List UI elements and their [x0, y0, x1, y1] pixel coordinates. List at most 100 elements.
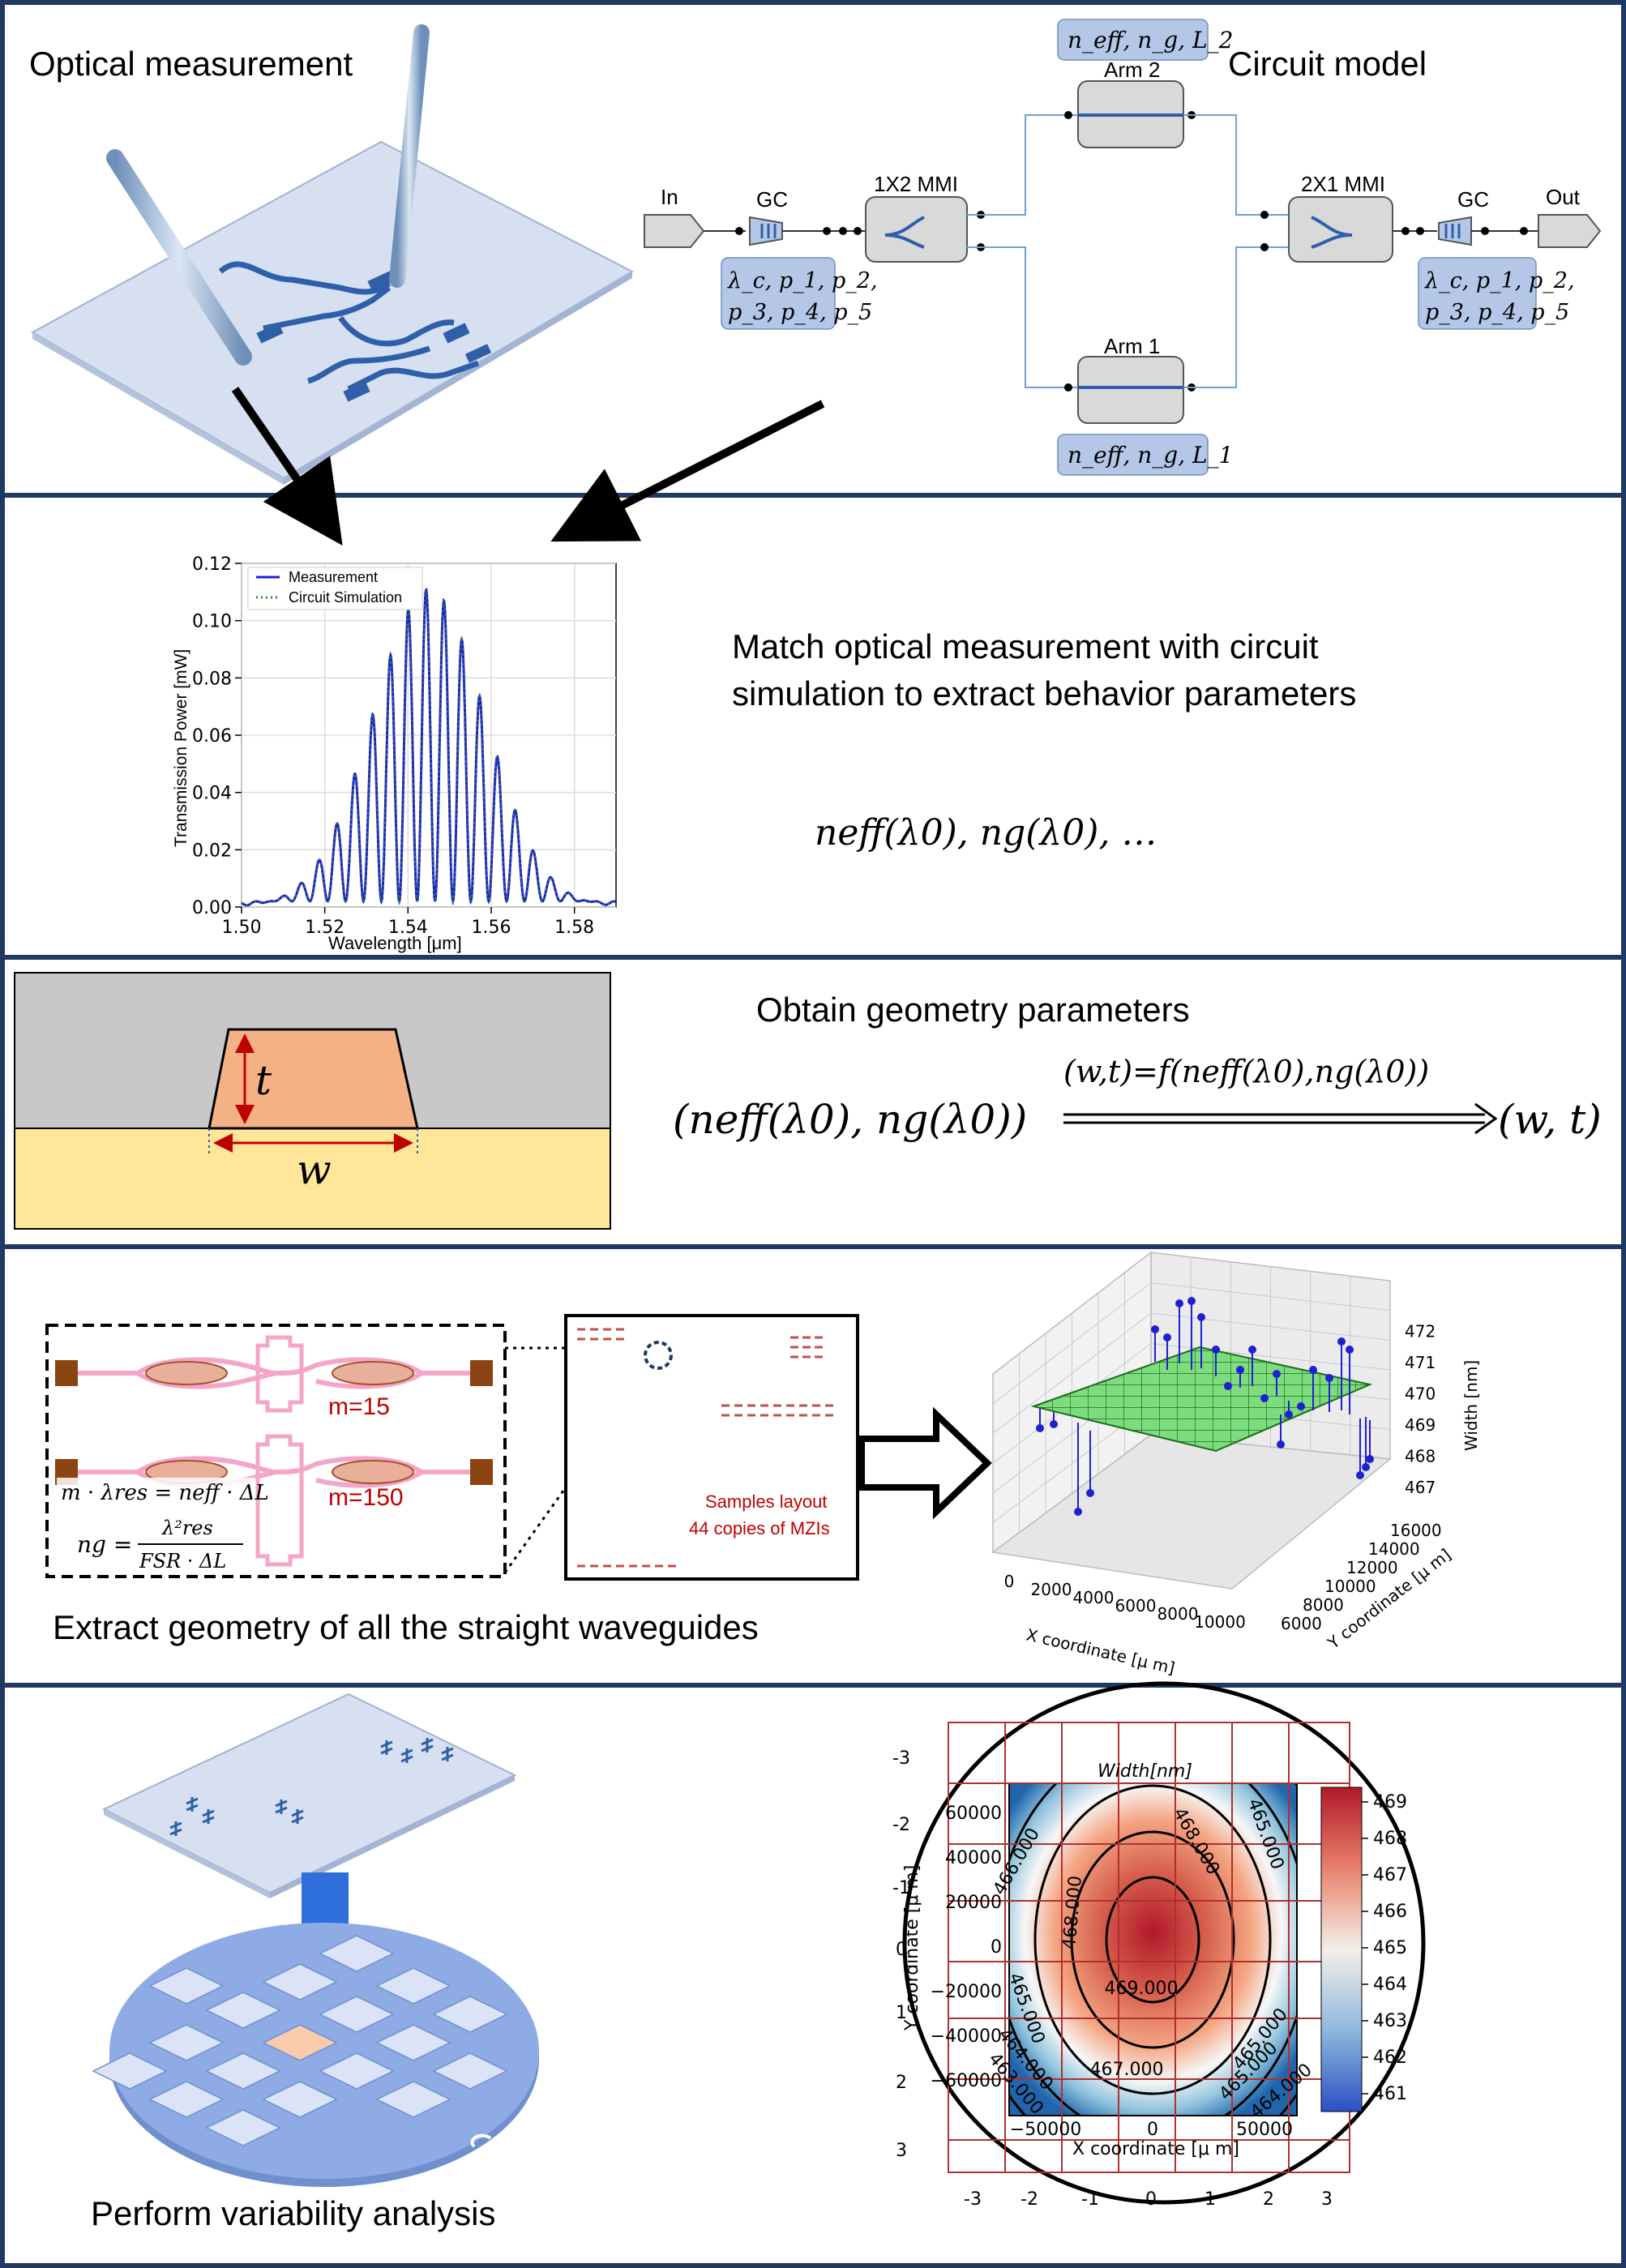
- wafer-die: [262, 2024, 338, 2061]
- series-simulation-line: [241, 588, 617, 906]
- chart-ytick-label: 0.10: [192, 612, 232, 632]
- gc-right-icon: [1438, 216, 1472, 246]
- 3d-point: [1248, 1346, 1256, 1354]
- optical-measurement-setup: [30, 24, 635, 485]
- arm1-params: n_eff, n_g, L_1: [1068, 442, 1233, 469]
- highlight-circle: [644, 1341, 673, 1370]
- samples-layout-sublabel: 44 copies of MZIs: [689, 1518, 830, 1538]
- colorbar-tick-label: 465: [1373, 1938, 1407, 1958]
- 3d-ztick-label: 467: [1405, 1478, 1436, 1497]
- contour-xtick-label: 50000: [1236, 2120, 1293, 2140]
- 3d-point: [1260, 1394, 1269, 1402]
- grid-xtick-label: -2: [1021, 2189, 1038, 2210]
- grid-ytick-label: 1: [896, 2003, 907, 2023]
- 3d-point: [1236, 1366, 1244, 1374]
- mzi-layout-inset: m=15 m=150 m · λres = neff · ΔL ng = λ²r…: [45, 1324, 507, 1578]
- chip-pad: [367, 271, 395, 292]
- gc-right-params-line1: λ_c, p_1, p_2,: [1424, 268, 1575, 293]
- contour-ytick-label: 60000: [945, 1804, 1002, 1824]
- probe-fiber-right: [389, 24, 430, 288]
- colorbar-tick-label: 468: [1373, 1829, 1407, 1849]
- geometry-formula-arrow-label: (w,t)=f(neff(λ0),ng(λ0)): [1063, 1054, 1429, 1089]
- contour-level-label: 467.000: [1090, 2060, 1164, 2080]
- 3d-width-surface: [1030, 1346, 1373, 1453]
- chip-pad: [343, 381, 370, 402]
- arm1-box: [1077, 356, 1184, 424]
- wafer-die: [148, 1967, 225, 2005]
- grid-ytick-label: -1: [892, 1878, 910, 1898]
- behavior-params-formula: neff(λ0), ng(λ0), …: [815, 812, 1157, 854]
- extract-geometry-caption: Extract geometry of all the straight wav…: [53, 1608, 759, 1646]
- 3d-point: [1273, 1370, 1281, 1378]
- 3d-point: [1337, 1337, 1346, 1346]
- grid-ytick-label: -3: [892, 1748, 910, 1769]
- wafer-die: [432, 1996, 508, 2033]
- waveguide-cross-section: t w: [14, 972, 611, 1230]
- contour-title: Width[nm]: [1098, 1761, 1192, 1782]
- optical-measurement-title: Optical measurement: [29, 45, 353, 83]
- 3d-gridline: [1150, 1282, 1391, 1312]
- 3d-data-stems: [1036, 1297, 1374, 1516]
- contour-xtick-label: 0: [1147, 2120, 1158, 2140]
- gc-left-params-line2: p_3, p_4, p_5: [728, 300, 872, 325]
- wafer-illustration: [92, 1692, 539, 2187]
- wafer-die: [432, 2052, 508, 2090]
- samples-layout: Samples layout 44 copies of MZIs: [564, 1314, 859, 1581]
- contour-xtick-label: −50000: [1010, 2120, 1081, 2140]
- mmi-2x1-label: 2X1 MMI: [1301, 172, 1385, 196]
- 3d-point: [1356, 1471, 1364, 1479]
- contour-level-label: 469.000: [1105, 1979, 1179, 1999]
- colorbar-tick-label: 466: [1373, 1902, 1407, 1922]
- 3d-point: [1277, 1440, 1285, 1449]
- in-label: In: [661, 185, 678, 209]
- 3d-ztick-label: 472: [1405, 1322, 1436, 1342]
- width-label: w: [297, 1146, 332, 1193]
- chip-plate-edge-right: [284, 272, 632, 485]
- geometry-formula-right: (w, t): [1498, 1096, 1602, 1143]
- 3d-ytick-label: 16000: [1390, 1521, 1442, 1540]
- circuit-model-title: Circuit model: [1228, 45, 1427, 83]
- grid-xtick-label: 2: [1263, 2189, 1274, 2210]
- 3d-point: [1212, 1346, 1220, 1354]
- chip-waveguide-2: [263, 285, 392, 332]
- panel-border-5: [0, 1683, 1626, 2268]
- 3d-ytick-label: 6000: [1281, 1614, 1322, 1633]
- colorbar-tick-label: 463: [1373, 2011, 1407, 2031]
- gc-left-label: GC: [756, 187, 788, 212]
- gc-right-label: GC: [1457, 187, 1489, 212]
- out-label: Out: [1546, 185, 1581, 209]
- chart-xtick-label: 1.52: [305, 918, 344, 938]
- 3d-xtick-label: 0: [1004, 1572, 1015, 1591]
- 3d-xtick-label: 8000: [1157, 1604, 1199, 1624]
- hollow-right-arrow: [858, 1406, 992, 1520]
- 3d-xtick-label: 4000: [1073, 1588, 1115, 1607]
- contour-heatmap: [1009, 1783, 1297, 2116]
- 3d-ytick-label: 8000: [1303, 1595, 1344, 1615]
- chip-waveguide-3: [338, 315, 455, 347]
- 3d-point: [1197, 1313, 1205, 1321]
- contour-ytick-label: 40000: [945, 1848, 1002, 1868]
- chip-plate: [30, 140, 635, 480]
- arm2-params: n_eff, n_g, L_2: [1068, 27, 1233, 53]
- die-grid-cell: [1231, 2139, 1290, 2173]
- variability-caption: Perform variability analysis: [91, 2194, 496, 2232]
- wafer-die: [205, 2052, 281, 2090]
- chart-ytick-label: 0.02: [192, 841, 232, 861]
- contour-ytick-label: −40000: [931, 2026, 1002, 2047]
- chart-ytick-label: 0.00: [192, 898, 232, 918]
- 3d-point: [1175, 1299, 1183, 1307]
- 3d-ztick-label: 470: [1405, 1384, 1436, 1404]
- waveguide-core: [208, 1028, 419, 1130]
- colorbar: [1320, 1787, 1363, 2112]
- chip-pad: [256, 323, 284, 344]
- chart-ytick-label: 0.06: [192, 726, 232, 747]
- contour-ytick-label: −60000: [931, 2071, 1002, 2091]
- chart-ytick-label: 0.12: [192, 554, 232, 575]
- wafer-die: [375, 2024, 451, 2061]
- arm2-label: Arm 2: [1104, 58, 1160, 82]
- in-port: [644, 214, 705, 248]
- die-grid-cell: [948, 2139, 1006, 2173]
